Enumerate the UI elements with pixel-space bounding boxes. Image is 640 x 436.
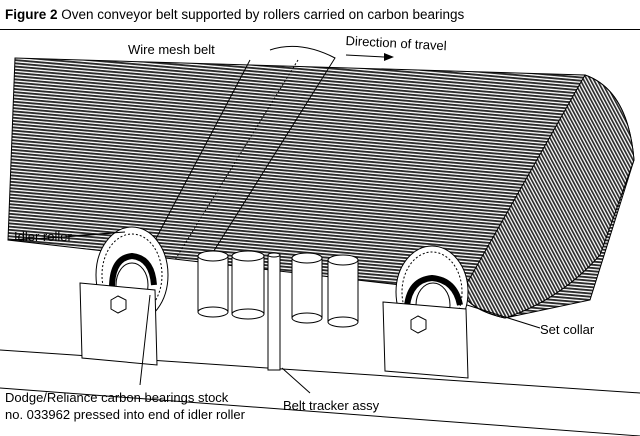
figure-caption-text: Oven conveyor belt supported by rollers … <box>61 7 465 22</box>
label-bearings-line1: Dodge/Reliance carbon bearings stock <box>5 390 229 405</box>
leader-lines <box>69 231 541 394</box>
bearing-plate-left <box>79 282 158 366</box>
label-wire-mesh-belt: Wire mesh belt <box>128 42 215 57</box>
label-belt-tracker: Belt tracker assy <box>283 398 380 413</box>
bearing-plate-right <box>382 301 469 379</box>
direction-arrow-icon <box>345 53 394 61</box>
label-bearings-line2: no. 033962 pressed into end of idler rol… <box>5 407 245 422</box>
inner-roller <box>149 45 336 266</box>
tracker-cylinder <box>231 250 265 320</box>
figure-caption: Figure 2 Oven conveyor belt supported by… <box>5 7 464 22</box>
label-set-collar: Set collar <box>540 322 595 337</box>
tracker-shaft <box>267 252 281 371</box>
tracker-cylinder <box>197 250 229 318</box>
figure-number: Figure 2 <box>5 7 58 22</box>
tracker-cylinder <box>291 252 323 324</box>
caption-rule <box>0 29 640 30</box>
belt-tracker-assembly <box>197 250 359 371</box>
tracker-cylinder <box>327 254 359 328</box>
label-idler-roller: Idler roller <box>14 229 72 244</box>
